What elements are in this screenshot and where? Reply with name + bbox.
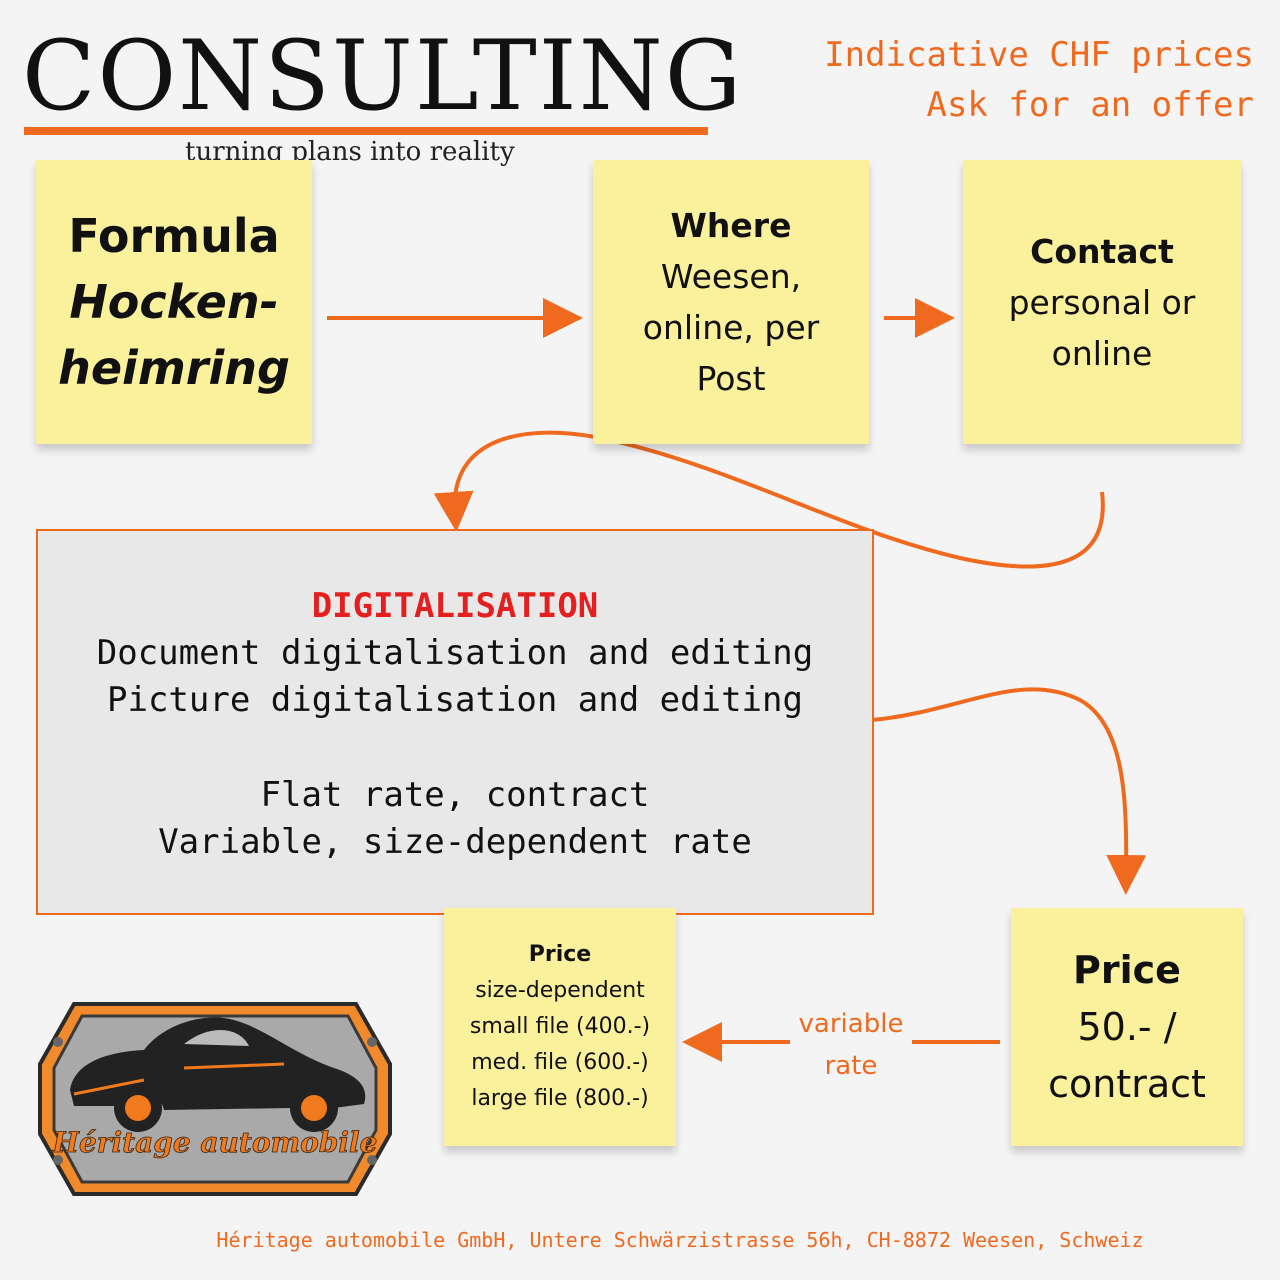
sticky-note-formula: Formula Hocken- heimring [36, 160, 312, 444]
digitalisation-spacer [38, 724, 872, 772]
prices-note: Indicative CHF prices Ask for an offer [824, 30, 1254, 130]
digitalisation-heading: DIGITALISATION [311, 586, 599, 626]
arrow-contact-to-digitalisation [433, 430, 1105, 569]
arrow-digitalisation-to-price [871, 687, 1147, 895]
price-big-title: Price [1073, 947, 1181, 992]
prices-note-line2: Ask for an offer [926, 85, 1254, 125]
digitalisation-line1: Document digitalisation and editing [96, 633, 814, 673]
where-title: Where [670, 206, 792, 245]
price-small-line2: small file (400.-) [469, 1014, 651, 1039]
contact-line2: online [1051, 333, 1153, 373]
digitalisation-line2: Picture digitalisation and editing [107, 680, 803, 720]
price-small-title: Price [528, 942, 592, 967]
digitalisation-line4: Variable, size-dependent rate [158, 822, 752, 862]
formula-line3: heimring [58, 341, 290, 395]
price-big-line2: contract [1048, 1061, 1206, 1106]
variable-rate-line2: rate [824, 1051, 878, 1081]
formula-line2: Hocken- [69, 275, 279, 329]
price-small-line1: size-dependent [475, 978, 645, 1003]
logo-text: Héritage automobile [52, 1126, 378, 1159]
contact-title: Contact [1030, 231, 1174, 271]
contact-line1: personal or [1008, 282, 1196, 322]
where-line1: Weesen, [660, 257, 802, 296]
sticky-note-where: Where Weesen, online, per Post [593, 160, 869, 444]
footer-address: Héritage automobile GmbH, Untere Schwärz… [216, 1228, 1144, 1252]
digitalisation-line3: Flat rate, contract [260, 775, 650, 815]
sticky-note-price-size-dependent: Price size-dependent small file (400.-) … [444, 908, 676, 1146]
formula-line1: Formula [68, 209, 280, 263]
heritage-automobile-logo: Héritage automobile [38, 1002, 392, 1196]
price-small-line4: large file (800.-) [471, 1086, 649, 1111]
sticky-note-contact: Contact personal or online [963, 160, 1241, 444]
prices-note-line1: Indicative CHF prices [824, 35, 1254, 75]
price-big-line1: 50.- / [1077, 1004, 1177, 1049]
sticky-note-price-contract: Price 50.- / contract [1011, 908, 1243, 1146]
where-line3: Post [696, 359, 766, 398]
where-line2: online, per [642, 308, 820, 347]
variable-rate-line1: variable [798, 1009, 904, 1039]
variable-rate-label: variable rate [790, 1003, 912, 1087]
digitalisation-box: DIGITALISATION Document digitalisation a… [36, 529, 874, 915]
price-small-line3: med. file (600.-) [471, 1050, 649, 1075]
page-title: CONSULTING [22, 20, 744, 132]
title-underline [24, 127, 708, 135]
